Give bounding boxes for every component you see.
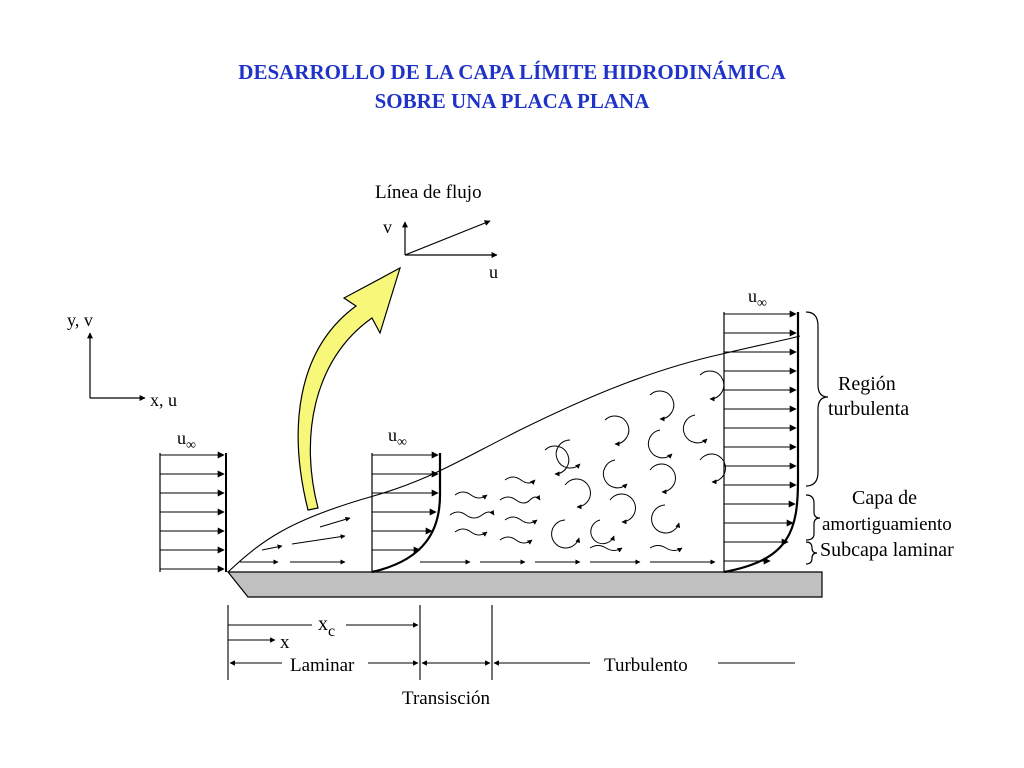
boundary-layer-edge (227, 335, 801, 573)
xu-label: x, u (150, 390, 177, 410)
laminar-label: Laminar (290, 655, 355, 676)
velocity-profile-laminar (371, 451, 442, 574)
buffer-layer-line1: Capa de (852, 487, 917, 509)
u-inf-letter-3: u (748, 286, 757, 306)
title-line-2: SOBRE UNA PLACA PLANA (374, 89, 650, 113)
turbulent-eddies (544, 370, 726, 549)
u-inf-label-1: u∞ (177, 428, 196, 453)
streamline-label: Línea de flujo (375, 182, 482, 203)
xc-label: xc (318, 613, 335, 640)
u-inf-label-3: u∞ (748, 286, 767, 311)
laminar-flow-arrows (240, 516, 351, 565)
zoom-arrow (297, 266, 402, 511)
region-turbulent-line2: turbulenta (828, 398, 909, 420)
laminar-sublayer-label: Subcapa laminar (820, 539, 954, 561)
inf-sub-2: ∞ (397, 435, 407, 450)
region-braces (805, 311, 829, 565)
region-turbulent-line1: Región (838, 373, 896, 395)
coordinate-axes (87, 332, 146, 401)
inf-sub-1: ∞ (186, 438, 196, 453)
transition-label: Transisción (402, 688, 490, 709)
page-title: DESARROLLO DE LA CAPA LÍMITE HIDRODINÁMI… (0, 58, 1024, 116)
dimension-lines (227, 605, 795, 680)
v-label: v (383, 217, 392, 237)
streamline-axes (402, 220, 498, 258)
title-line-1: DESARROLLO DE LA CAPA LÍMITE HIDRODINÁMI… (238, 60, 786, 84)
velocity-profile-turbulent (723, 310, 800, 574)
transition-flow-arrows (420, 476, 716, 565)
x-label: x (280, 632, 290, 653)
inf-sub-3: ∞ (757, 296, 767, 311)
velocity-profile-freestream (159, 451, 227, 573)
u-inf-letter-1: u (177, 428, 186, 448)
turbulent-label: Turbulento (604, 655, 688, 676)
buffer-layer-line2: amortiguamiento (822, 514, 952, 535)
yv-label: y, v (67, 310, 93, 330)
xc-sub: c (328, 623, 335, 640)
u-label: u (489, 262, 498, 282)
u-inf-letter-2: u (388, 425, 397, 445)
flat-plate (226, 571, 823, 598)
u-inf-label-2: u∞ (388, 425, 407, 450)
xc-letter: x (318, 613, 328, 635)
